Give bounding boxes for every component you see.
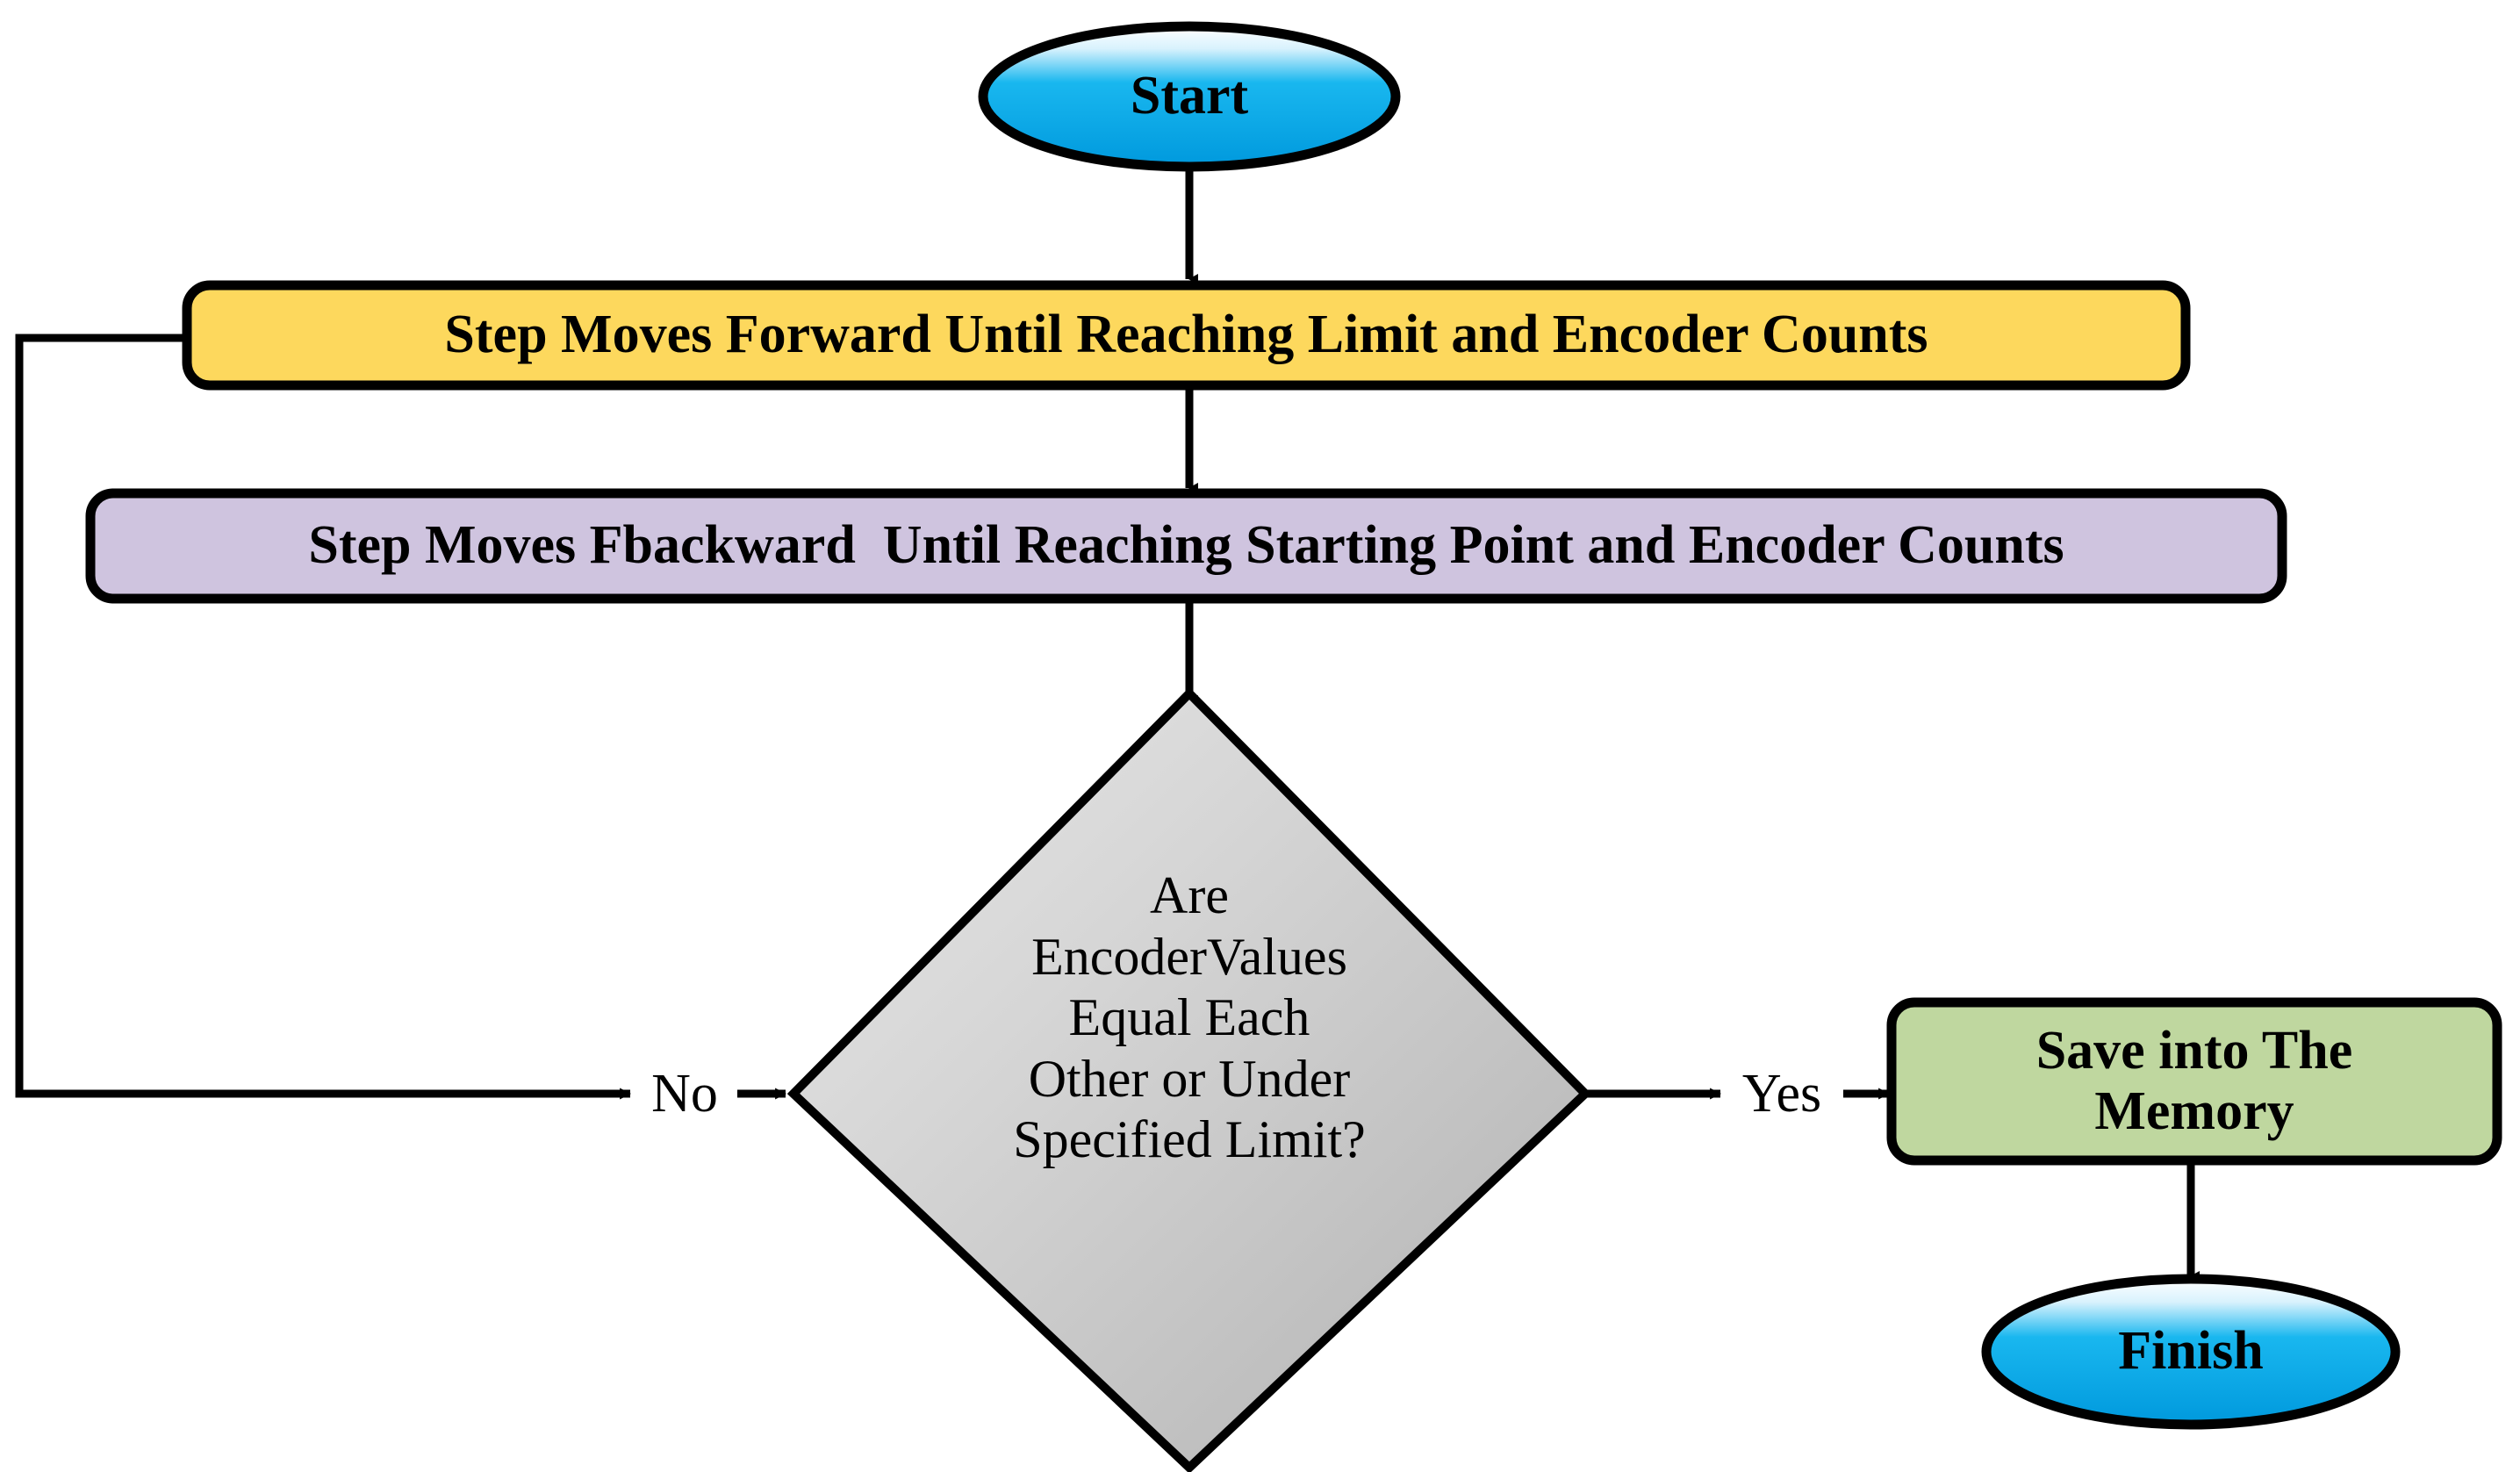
node-start-shape[interactable] [978, 21, 1401, 172]
node-step-backward-shape[interactable] [85, 488, 2287, 604]
node-step-forward-shape[interactable] [182, 280, 2191, 391]
edge-label-yes: Yes [1741, 1063, 1822, 1124]
edge-label-no: No [651, 1063, 718, 1124]
node-save-memory-shape[interactable] [1886, 997, 2502, 1166]
node-decision-shape[interactable] [786, 686, 1592, 1472]
node-finish-shape[interactable] [1981, 1274, 2401, 1430]
edge-decision-no-loopback [15, 334, 614, 1098]
